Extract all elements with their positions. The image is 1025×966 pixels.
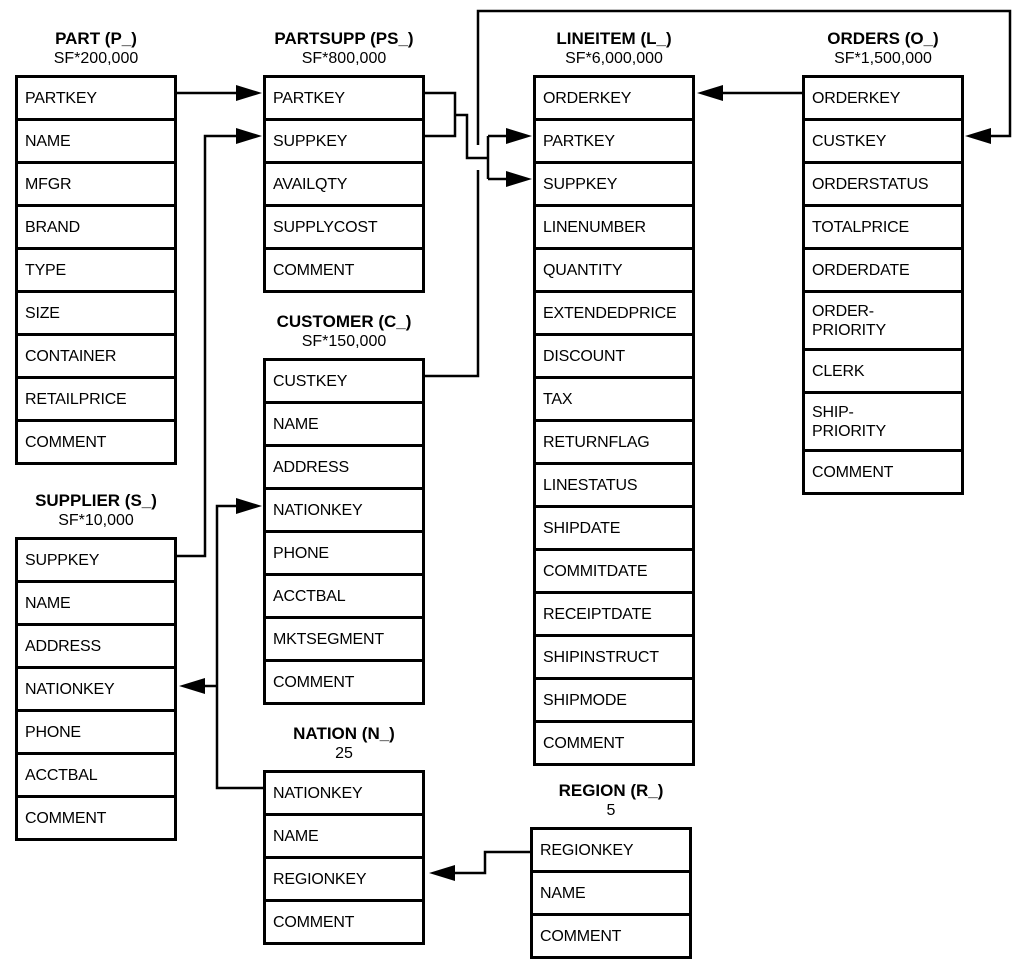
column-discount: DISCOUNT <box>536 336 692 379</box>
column-returnflag: RETURNFLAG <box>536 422 692 465</box>
arrow-part-partkey-to-partsupp-partkey <box>177 85 262 101</box>
table-lineitem-cardinality: SF*6,000,000 <box>565 50 663 67</box>
column-suppkey: SUPPKEY <box>266 121 422 164</box>
table-supplier-title: SUPPLIER (S_) <box>35 491 157 510</box>
column-type: TYPE <box>18 250 174 293</box>
column-orderstatus: ORDERSTATUS <box>805 164 961 207</box>
column-shipmode: SHIPMODE <box>536 680 692 723</box>
column-mfgr: MFGR <box>18 164 174 207</box>
column-custkey: CUSTKEY <box>805 121 961 164</box>
arrow-region-regionkey-to-nation-regionkey <box>429 850 530 881</box>
column-address: ADDRESS <box>266 447 422 490</box>
table-region-title: REGION (R_) <box>558 781 664 800</box>
column-orderdate: ORDERDATE <box>805 250 961 293</box>
column-partkey: PARTKEY <box>266 78 422 121</box>
column-name: NAME <box>18 583 174 626</box>
column-container: CONTAINER <box>18 336 174 379</box>
table-region-cardinality: 5 <box>606 802 616 819</box>
table-part-cardinality: SF*200,000 <box>53 50 139 67</box>
arrow-partsupp-keys-to-lineitem-keys <box>425 91 532 187</box>
column-totalprice: TOTALPRICE <box>805 207 961 250</box>
column-name: NAME <box>266 816 422 859</box>
column-shipinstruct: SHIPINSTRUCT <box>536 637 692 680</box>
table-nation-title: NATION (N_) <box>293 724 395 743</box>
column-name: NAME <box>18 121 174 164</box>
column-acctbal: ACCTBAL <box>18 755 174 798</box>
column-linenumber: LINENUMBER <box>536 207 692 250</box>
column-suppkey: SUPPKEY <box>536 164 692 207</box>
column-phone: PHONE <box>266 533 422 576</box>
column-suppkey: SUPPKEY <box>18 540 174 583</box>
column-phone: PHONE <box>18 712 174 755</box>
table-orders-cardinality: SF*1,500,000 <box>834 50 932 67</box>
column-comment: COMMENT <box>543 734 625 752</box>
column-shipdate: SHIPDATE <box>536 508 692 551</box>
column-regionkey: REGIONKEY <box>533 830 689 873</box>
column-comment: COMMENT <box>273 261 355 279</box>
column-mktsegment: MKTSEGMENT <box>266 619 422 662</box>
column-name: NAME <box>533 873 689 916</box>
table-partsupp-cardinality: SF*800,000 <box>301 50 387 67</box>
table-partsupp-title: PARTSUPP (PS_) <box>274 29 414 48</box>
table-supplier-cardinality: SF*10,000 <box>58 512 134 529</box>
column-acctbal: ACCTBAL <box>266 576 422 619</box>
column-nationkey: NATIONKEY <box>18 669 174 712</box>
table-nation-cardinality: 25 <box>335 745 353 762</box>
column-brand: BRAND <box>18 207 174 250</box>
arrow-nation-nationkey-to-customer-and-supplier <box>179 498 263 790</box>
column-availqty: AVAILQTY <box>266 164 422 207</box>
table-customer-title: CUSTOMER (C_) <box>276 312 412 331</box>
column-receiptdate: RECEIPTDATE <box>536 594 692 637</box>
arrow-orders-orderkey-to-lineitem-orderkey <box>697 85 802 101</box>
column-supplycost: SUPPLYCOST <box>266 207 422 250</box>
table-orders-title: ORDERS (O_) <box>827 29 939 48</box>
column-custkey: CUSTKEY <box>266 361 422 404</box>
column-extendedprice: EXTENDEDPRICE <box>536 293 692 336</box>
column-commitdate: COMMITDATE <box>536 551 692 594</box>
column-orderkey: ORDERKEY <box>805 78 961 121</box>
column-comment: COMMENT <box>273 913 355 931</box>
column-size: SIZE <box>18 293 174 336</box>
column-comment: COMMENT <box>812 463 894 481</box>
column-name: NAME <box>266 404 422 447</box>
column-linestatus: LINESTATUS <box>536 465 692 508</box>
column-order-priority: ORDER- PRIORITY <box>805 293 961 351</box>
column-partkey: PARTKEY <box>18 78 174 121</box>
column-comment: COMMENT <box>25 433 107 451</box>
column-regionkey: REGIONKEY <box>266 859 422 902</box>
table-customer-cardinality: SF*150,000 <box>301 333 387 350</box>
table-part-title: PART (P_) <box>55 29 137 48</box>
column-address: ADDRESS <box>18 626 174 669</box>
column-comment: COMMENT <box>25 809 107 827</box>
column-clerk: CLERK <box>805 351 961 394</box>
table-lineitem-title: LINEITEM (L_) <box>556 29 672 48</box>
arrow-supplier-suppkey-to-partsupp-suppkey <box>177 128 262 558</box>
column-nationkey: NATIONKEY <box>266 490 422 533</box>
column-partkey: PARTKEY <box>536 121 692 164</box>
column-orderkey: ORDERKEY <box>536 78 692 121</box>
column-tax: TAX <box>536 379 692 422</box>
column-retailprice: RETAILPRICE <box>18 379 174 422</box>
column-nationkey: NATIONKEY <box>266 773 422 816</box>
column-comment: COMMENT <box>273 673 355 691</box>
column-comment: COMMENT <box>540 927 622 945</box>
column-quantity: QUANTITY <box>536 250 692 293</box>
column-ship-priority: SHIP- PRIORITY <box>805 394 961 452</box>
